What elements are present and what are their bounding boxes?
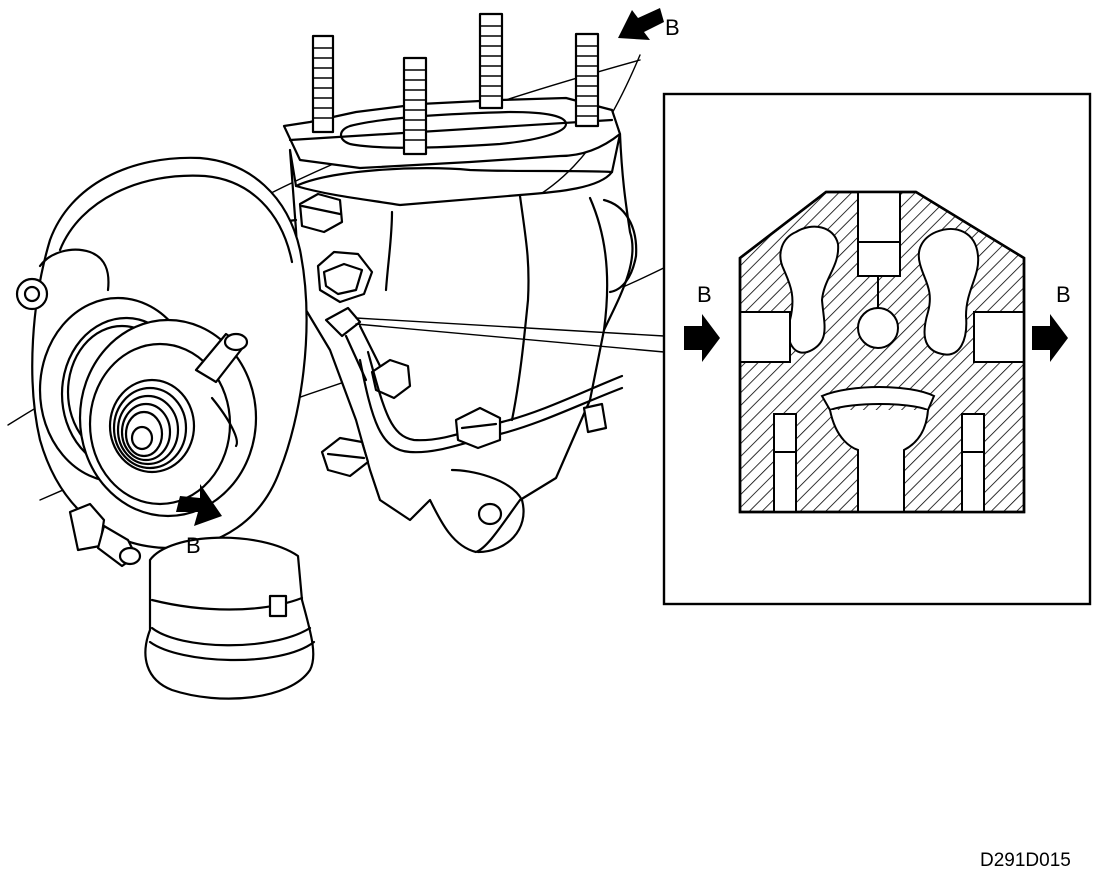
banjo-bolt <box>316 250 374 304</box>
stud <box>311 34 335 134</box>
oil-line-fittings <box>68 192 412 568</box>
section-arrow-bottom <box>176 484 222 526</box>
inlet-flange <box>282 12 622 170</box>
section-label-top: B <box>665 15 680 40</box>
banjo-bolt-cross-section <box>738 190 1026 514</box>
section-view-inset <box>662 92 1092 606</box>
figure-code: D291D015 <box>980 850 1071 871</box>
stud <box>478 12 504 110</box>
flow-arrow-left <box>684 314 720 362</box>
section-label-inset-right: B <box>1056 282 1071 307</box>
flow-arrow-right <box>1032 314 1068 362</box>
wastegate-actuator <box>78 318 258 518</box>
turbine-housing <box>288 132 638 554</box>
compressor-outlet <box>144 536 316 700</box>
hex-bolt <box>320 436 370 478</box>
leader-line <box>355 317 665 353</box>
section-label-inset-left: B <box>697 282 712 307</box>
section-label-bottom: B <box>186 533 201 558</box>
hex-bolt <box>370 358 412 400</box>
section-arrow-top <box>618 8 664 40</box>
hex-bolt <box>298 192 344 234</box>
stud <box>402 56 428 156</box>
oil-feed-tube <box>358 350 624 454</box>
turbocharger-assembly <box>7 8 701 700</box>
stud <box>574 32 600 128</box>
